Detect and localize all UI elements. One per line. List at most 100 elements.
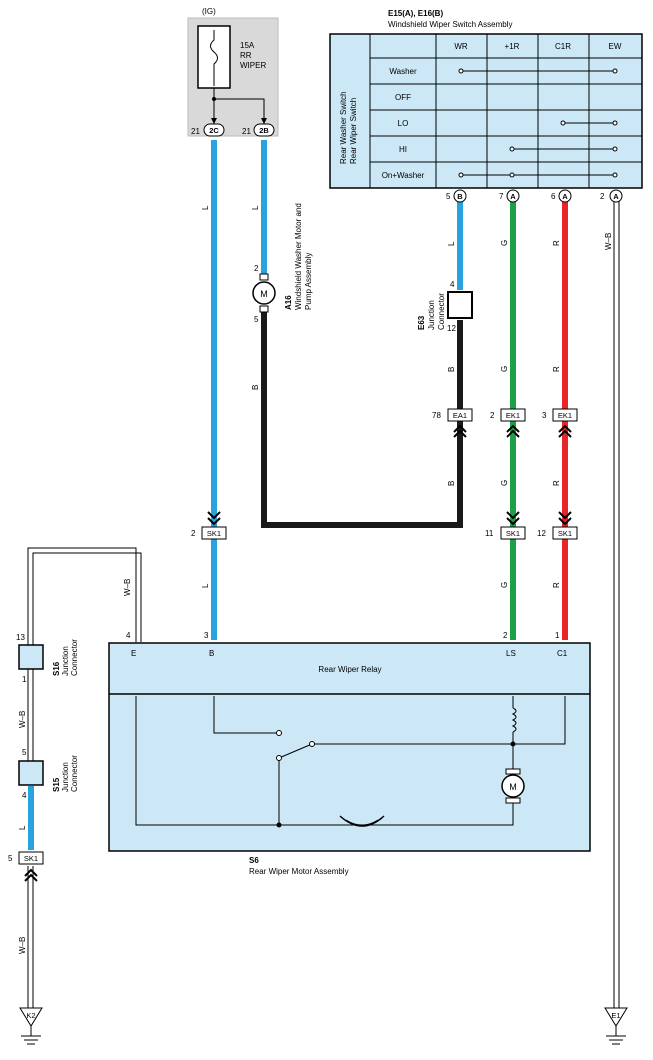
ea1-num: 78	[432, 411, 441, 420]
s16-pin-top: 13	[16, 633, 25, 642]
label-b-2: B	[447, 367, 456, 372]
label-g-4: G	[500, 582, 509, 588]
label-l-5: L	[18, 825, 27, 830]
switch-col-c1r: C1R	[555, 42, 571, 51]
washer-motor-pin-bottom: 5	[254, 315, 259, 324]
ground-e1-label: E1	[611, 1011, 620, 1020]
junction-s16: 13 1 S16 Junction Connector	[16, 633, 79, 684]
ig-pin-right-num: 21	[242, 127, 251, 136]
switch-row-on-washer: On+Washer	[382, 171, 425, 180]
wire-color-labels: L L B L B B G G G G R R R R L W–B W–B W–…	[18, 205, 613, 954]
switch-pin-2-num: 7	[499, 192, 504, 201]
e63-name-2: Connector	[437, 293, 446, 330]
ig-pin-left-conn: 2C	[209, 126, 219, 135]
switch-pin-1-conn: B	[457, 192, 463, 201]
washer-motor-ref: A16	[284, 295, 293, 310]
ground-k2: K2	[19, 1007, 43, 1045]
wiper-switch-assembly: E15(A), E16(B) Windshield Wiper Switch A…	[329, 9, 643, 203]
label-b-3: B	[447, 481, 456, 486]
switch-row-washer: Washer	[389, 67, 417, 76]
rear-motor-icon	[501, 774, 525, 798]
ground-e1: E1	[604, 1007, 628, 1045]
ig-pin-right-conn: 2B	[259, 126, 269, 135]
s16-name-2: Connector	[70, 639, 79, 676]
label-g-3: G	[500, 480, 509, 486]
washer-motor-name-1: Windshield Washer Motor and	[294, 203, 303, 310]
label-g-2: G	[500, 366, 509, 372]
switch-name: Windshield Wiper Switch Assembly	[388, 20, 512, 29]
s16-ref: S16	[52, 661, 61, 676]
s15-pin-top: 5	[22, 748, 27, 757]
switch-pin-1-num: 5	[446, 192, 451, 201]
ig-pin-left-num: 21	[191, 127, 200, 136]
label-wb-2: W–B	[123, 579, 132, 596]
sk1-b-name: SK1	[207, 529, 221, 538]
relay-name: Rear Wiper Relay	[318, 665, 381, 674]
junction-e63: 4 12 E63 Junction Connector	[417, 280, 473, 333]
sk1-r-name: SK1	[558, 529, 572, 538]
rear-motor-symbol: M	[509, 782, 517, 792]
e63-pin-top: 4	[450, 280, 455, 289]
washer-motor-a16: 2 M 5 A16 Windshield Washer Motor and Pu…	[252, 203, 313, 324]
label-r-3: R	[552, 480, 561, 486]
wires	[27, 140, 620, 1008]
relay-terminal-ls-label: LS	[506, 649, 516, 658]
switch-col-1r: +1R	[505, 42, 520, 51]
label-l-4: L	[201, 583, 210, 588]
connectors: 78 EA1 2 EK1 3 EK1 2 SK1 11 SK1 12 SK1	[8, 408, 578, 882]
switch-pin-4-conn: A	[613, 192, 619, 201]
switch-pin-4-num: 2	[600, 192, 605, 201]
junction-s15: 5 4 S15 Junction Connector	[18, 748, 79, 800]
switch-side-label-1: Rear Washer Switch	[339, 91, 348, 164]
label-g-1: G	[500, 240, 509, 246]
sk1-l-num: 5	[8, 854, 13, 863]
label-l-3: L	[447, 241, 456, 246]
label-l-1: L	[201, 205, 210, 210]
switch-col-wr: WR	[454, 42, 468, 51]
s15-ref: S15	[52, 777, 61, 792]
ek1-r-name: EK1	[558, 411, 572, 420]
switch-pin-2-conn: A	[510, 192, 516, 201]
switch-row-hi: HI	[399, 145, 407, 154]
s16-pin-bottom: 1	[22, 675, 27, 684]
motor-assy-name: Rear Wiper Motor Assembly	[249, 867, 349, 876]
label-wb-4: W–B	[18, 937, 27, 954]
sk1-g-name: SK1	[506, 529, 520, 538]
s16-name-1: Junction	[61, 646, 70, 676]
s15-name-2: Connector	[70, 755, 79, 792]
switch-row-off: OFF	[395, 93, 411, 102]
relay-terminal-b-num: 3	[204, 631, 209, 640]
e63-name-1: Junction	[427, 300, 436, 330]
label-wb-3: W–B	[18, 711, 27, 728]
relay-terminal-c1-label: C1	[557, 649, 568, 658]
switch-pin-3-num: 6	[551, 192, 556, 201]
e63-ref: E63	[417, 315, 426, 330]
sk1-g-num: 11	[485, 529, 494, 538]
motor-assy-ref: S6	[249, 856, 259, 865]
washer-motor-symbol: M	[260, 289, 268, 299]
relay-terminal-ls-num: 2	[503, 631, 508, 640]
switch-col-ew: EW	[609, 42, 622, 51]
label-b-1: B	[251, 385, 260, 390]
label-wb-1: W–B	[604, 233, 613, 250]
washer-motor-pin-top: 2	[254, 264, 259, 273]
washer-motor-name-2: Pump Assembly	[304, 253, 313, 310]
sk1-l-name: SK1	[24, 854, 38, 863]
e63-pin-bottom: 12	[447, 324, 456, 333]
sk1-r-num: 12	[537, 529, 546, 538]
fuse-name-1: RR	[240, 51, 252, 60]
sk1-b-num: 2	[191, 529, 196, 538]
fuse-block: (IG) 15A RR WIPER 21 2C 21 2B	[187, 7, 279, 137]
rear-wiper-motor-assembly: 4 3 2 1 E B LS C1 Rear Wiper Relay	[108, 631, 591, 876]
relay-terminal-b-label: B	[209, 649, 214, 658]
label-l-2: L	[251, 205, 260, 210]
label-r-4: R	[552, 582, 561, 588]
relay-terminal-e-label: E	[131, 649, 136, 658]
fuse-rating: 15A	[240, 41, 255, 50]
ig-supply-label: (IG)	[202, 7, 216, 16]
washer-motor-icon	[252, 281, 276, 305]
switch-ref: E15(A), E16(B)	[388, 9, 443, 18]
s15-pin-bottom: 4	[22, 791, 27, 800]
ea1-name: EA1	[453, 411, 467, 420]
